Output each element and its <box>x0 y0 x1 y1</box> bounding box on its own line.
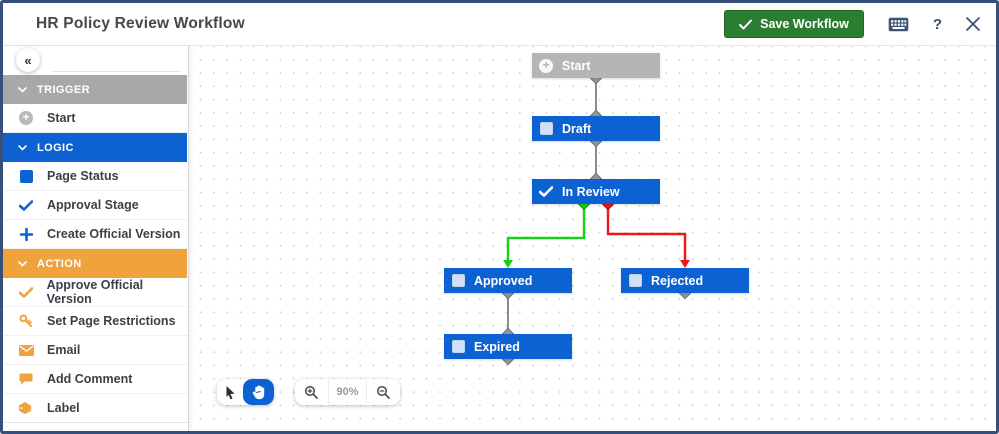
page-title: HR Policy Review Workflow <box>36 15 245 32</box>
palette-item-label: Start <box>47 111 76 125</box>
check-icon <box>18 286 34 298</box>
close-icon[interactable] <box>966 17 980 31</box>
workflow-node-expired[interactable]: Expired <box>444 334 572 359</box>
palette-item-page-status[interactable]: Page Status <box>3 162 188 191</box>
collapse-sidebar-button[interactable]: « <box>16 48 40 72</box>
palette-item-add-comment[interactable]: Add Comment <box>3 365 188 394</box>
node-label: Expired <box>474 339 520 354</box>
section-label: TRIGGER <box>37 83 90 96</box>
zoom-in-icon <box>304 385 318 399</box>
section-label: ACTION <box>37 257 82 270</box>
sidebar-top: « <box>3 46 188 75</box>
palette-item-start[interactable]: + Start <box>3 104 188 133</box>
palette-item-label: Add Comment <box>47 372 133 386</box>
section-header-logic[interactable]: LOGIC <box>3 133 187 162</box>
palette-item-label: Create Official Version <box>47 227 181 241</box>
header-actions: Save Workflow ? <box>724 10 980 38</box>
plus-icon <box>18 227 34 241</box>
workflow-canvas[interactable]: + Start Draft In Review Approved Rejecte… <box>189 46 996 431</box>
cursor-arrow-icon <box>226 385 235 399</box>
plus-circle-icon: + <box>18 111 34 125</box>
square-icon <box>451 340 465 353</box>
palette-item-label-tool[interactable]: Label <box>3 394 188 423</box>
workflow-node-in-review[interactable]: In Review <box>532 179 660 204</box>
chevron-down-icon <box>18 144 27 151</box>
edge-connectors <box>501 71 692 366</box>
palette-item-approval-stage[interactable]: Approval Stage <box>3 191 188 220</box>
palette-search-input[interactable] <box>53 54 181 72</box>
save-workflow-button[interactable]: Save Workflow <box>724 10 864 38</box>
palette-item-label: Approval Stage <box>47 198 139 212</box>
hand-icon <box>252 385 265 399</box>
palette-item-email[interactable]: Email <box>3 336 188 365</box>
help-icon[interactable]: ? <box>932 15 942 33</box>
keyboard-shortcuts-icon[interactable] <box>888 17 909 32</box>
pan-tool-button[interactable] <box>243 379 274 405</box>
palette-item-label: Email <box>47 343 81 357</box>
square-icon <box>539 122 553 135</box>
node-label: Rejected <box>651 273 704 288</box>
zoom-out-button[interactable] <box>367 379 400 405</box>
zoom-tool-group: 90% <box>295 379 400 405</box>
divider <box>366 379 367 405</box>
key-icon <box>18 314 34 328</box>
plus-circle-icon: + <box>539 58 553 73</box>
divider <box>328 379 329 405</box>
square-icon <box>628 274 642 287</box>
node-label: In Review <box>562 184 620 199</box>
zoom-in-button[interactable] <box>295 379 328 405</box>
section-header-trigger[interactable]: TRIGGER <box>3 75 187 104</box>
section-label: LOGIC <box>37 141 74 154</box>
check-icon <box>18 199 34 211</box>
chevron-down-icon <box>18 86 27 93</box>
node-label: Draft <box>562 121 592 136</box>
workflow-node-start[interactable]: + Start <box>532 53 660 78</box>
zoom-level-label: 90% <box>336 386 359 398</box>
palette-item-label: Set Page Restrictions <box>47 314 176 328</box>
workflow-node-draft[interactable]: Draft <box>532 116 660 141</box>
save-workflow-label: Save Workflow <box>760 17 849 31</box>
check-icon <box>739 19 753 29</box>
palette-item-create-official-version[interactable]: Create Official Version <box>3 220 188 249</box>
node-label: Start <box>562 58 591 73</box>
palette-item-approve-official-version[interactable]: Approve Official Version <box>3 278 188 307</box>
check-icon <box>539 186 553 197</box>
square-icon <box>18 169 34 183</box>
palette-sidebar: « TRIGGER + Start LOGIC Page Status <box>3 46 189 431</box>
palette-item-label: Approve Official Version <box>46 278 144 306</box>
envelope-icon <box>18 344 34 356</box>
editor-body: « TRIGGER + Start LOGIC Page Status <box>3 46 996 431</box>
pointer-tool-group <box>217 379 274 405</box>
select-tool-button[interactable] <box>217 379 243 405</box>
zoom-out-icon <box>376 385 390 399</box>
comment-icon <box>18 373 34 386</box>
node-label: Approved <box>474 273 533 288</box>
palette-item-label: Label <box>47 401 80 415</box>
chevron-down-icon <box>18 260 27 267</box>
tag-icon <box>18 401 34 415</box>
canvas-toolbar: 90% <box>217 379 400 405</box>
palette-item-label: Page Status <box>47 169 119 183</box>
header: HR Policy Review Workflow Save Workflow … <box>3 3 996 46</box>
square-icon <box>451 274 465 287</box>
workflow-node-approved[interactable]: Approved <box>444 268 572 293</box>
section-header-action[interactable]: ACTION <box>3 249 187 278</box>
palette-item-set-page-restrictions[interactable]: Set Page Restrictions <box>3 307 188 336</box>
workflow-node-rejected[interactable]: Rejected <box>621 268 749 293</box>
